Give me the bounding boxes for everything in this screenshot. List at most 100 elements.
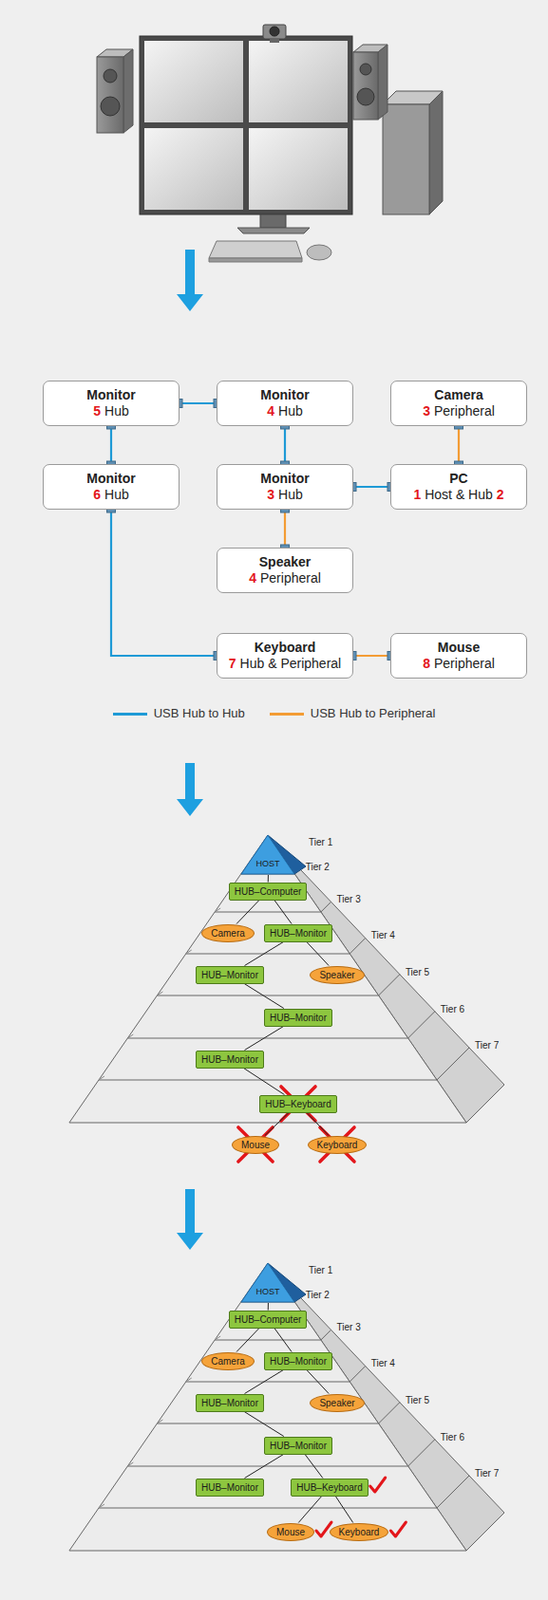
tier-link (267, 875, 269, 884)
device-role: Hub (278, 487, 303, 503)
tier-label: Tier 7 (474, 1469, 499, 1481)
legend-text: USB Hub to Peripheral (310, 706, 436, 721)
usb-cable (110, 426, 113, 465)
peripheral-oval: Mouse (266, 1524, 315, 1543)
tier-label: Tier 4 (371, 1359, 396, 1371)
device-name: PC (449, 471, 468, 487)
device-name: Monitor (260, 471, 309, 487)
host-triangle: HOST (229, 1262, 308, 1304)
ok-check (316, 1523, 332, 1538)
device-box: Camera3Peripheral (390, 380, 528, 427)
node-text: Speaker (319, 1398, 355, 1410)
device-role: Peripheral (260, 570, 322, 586)
tier-link (306, 1114, 329, 1137)
tier-link (306, 1371, 329, 1396)
tier-label: Tier 3 (337, 1322, 361, 1335)
node-text: HUB–Monitor (269, 1441, 327, 1453)
device-box: Monitor6Hub (42, 464, 180, 511)
tier-link (245, 943, 284, 967)
hub-box: HUB–Keyboard (259, 1096, 337, 1115)
device-name: Monitor (86, 387, 135, 403)
tier-link (274, 1329, 292, 1354)
device-name: Camera (434, 387, 483, 403)
callout-number: 4 (248, 570, 257, 586)
node-text: HUB–Monitor (269, 928, 327, 940)
callout-number: 2 (496, 487, 505, 503)
callout-number: 5 (93, 403, 101, 419)
device-name: Speaker (259, 554, 311, 570)
tier-link (244, 1413, 284, 1438)
device-name: Monitor (86, 471, 135, 487)
tier-link (264, 1114, 289, 1137)
tier-link (274, 901, 292, 926)
callout-number: 4 (266, 403, 275, 419)
legend-text: USB Hub to Hub (153, 706, 246, 721)
callout-number: 6 (93, 487, 101, 503)
tier-link (236, 1329, 260, 1354)
device-role: Hub & Peripheral (240, 656, 342, 672)
usb-cable (457, 426, 460, 465)
usb-cable (283, 426, 286, 465)
usb-cable (283, 510, 286, 548)
peripheral-oval: Keyboard (329, 1524, 390, 1543)
tier-label: Tier 7 (474, 1040, 499, 1053)
tier-label: Tier 2 (305, 862, 330, 874)
usb-cable (353, 486, 391, 489)
peripheral-oval: Keyboard (307, 1136, 368, 1155)
tier-label: Tier 5 (405, 967, 430, 980)
tier-link (245, 1027, 284, 1052)
hub-box: HUB–Computer (228, 1311, 308, 1330)
hub-box: HUB–Monitor (195, 1479, 265, 1498)
hub-box: HUB–Monitor (264, 925, 333, 944)
node-text: HUB–Keyboard (264, 1099, 331, 1111)
device-box: PC 1Host & Hub2 (390, 464, 528, 511)
peripheral-oval: Camera (201, 1353, 255, 1372)
device-box: Monitor3Hub (216, 464, 354, 511)
node-text: HUB–Computer (234, 887, 303, 898)
tier-link (304, 1455, 323, 1480)
device-name: Mouse (437, 640, 480, 656)
callout-number: 1 (413, 487, 421, 503)
device-box: Monitor4Hub (216, 380, 354, 427)
tier-label: Tier 6 (440, 1004, 465, 1017)
ok-check (390, 1523, 406, 1538)
node-text: Camera (210, 928, 246, 940)
peripheral-oval: Speaker (309, 966, 364, 985)
tier-link (335, 1497, 353, 1525)
tier-label: Tier 1 (308, 837, 333, 850)
device-role: Host & Hub (424, 487, 493, 503)
node-text: HUB–Monitor (201, 1483, 259, 1494)
tier-label: Tier 3 (337, 894, 361, 907)
device-role: Peripheral (434, 403, 495, 419)
callout-number: 3 (266, 487, 275, 503)
device-role: Hub (104, 487, 130, 503)
node-text: HUB–Monitor (201, 1398, 259, 1410)
device-box: Keyboard7Hub & Peripheral (216, 633, 354, 680)
peripheral-oval: Mouse (231, 1136, 280, 1155)
host-label: HOST (244, 1286, 292, 1300)
tier-link (236, 901, 260, 926)
node-text: HUB–Monitor (269, 1357, 327, 1368)
tier-label: Tier 2 (305, 1290, 330, 1303)
callout-number: 3 (422, 403, 431, 419)
tier-label: Tier 4 (371, 930, 396, 943)
tier-link (306, 943, 329, 967)
usb-cable (179, 402, 217, 405)
callout-number: 8 (422, 656, 431, 672)
node-text: Mouse (276, 1528, 305, 1539)
tier-link (244, 1069, 285, 1096)
peripheral-oval: Camera (201, 925, 255, 944)
tier-link (245, 1371, 284, 1396)
tier-link (298, 1497, 322, 1525)
host-triangle: HOST (229, 833, 308, 876)
node-text: HUB–Computer (234, 1315, 303, 1326)
tier-link (267, 1303, 269, 1312)
usb-cable (111, 510, 217, 657)
hub-box: HUB–Monitor (195, 966, 265, 985)
node-text: HUB–Monitor (201, 1055, 259, 1066)
hub-box: HUB–Monitor (264, 1009, 333, 1028)
callout-number: 7 (228, 656, 237, 672)
device-role: Hub (278, 403, 303, 419)
tier-pyramids (69, 835, 505, 1552)
